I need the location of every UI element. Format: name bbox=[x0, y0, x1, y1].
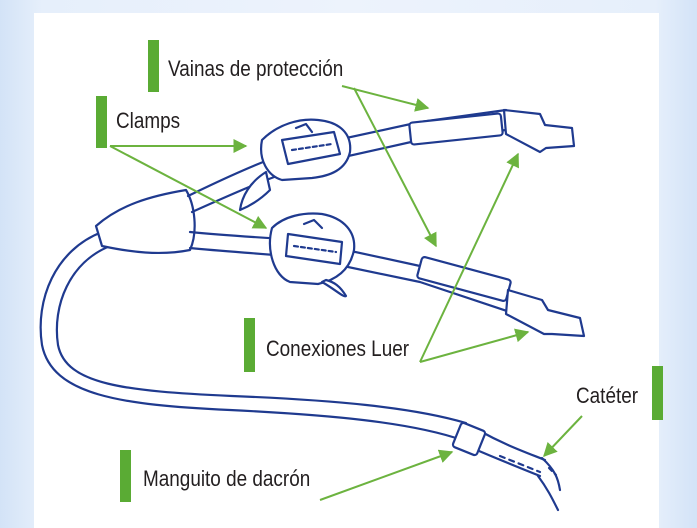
bifurcation-hub bbox=[94, 188, 196, 255]
bar-vainas bbox=[148, 40, 159, 92]
leader-clamps-2 bbox=[109, 145, 268, 229]
leader-luer-2 bbox=[419, 328, 530, 363]
leader-manguito bbox=[319, 449, 454, 501]
upper-clamp bbox=[238, 118, 352, 212]
lower-sheath bbox=[416, 256, 512, 302]
leader-luer-1 bbox=[419, 152, 519, 363]
lower-luer bbox=[504, 288, 586, 338]
bar-cateter bbox=[652, 366, 663, 420]
label-bars bbox=[96, 40, 663, 502]
leader-vainas-2 bbox=[353, 87, 437, 248]
leader-cateter bbox=[543, 415, 583, 458]
label-conexiones: Conexiones Luer bbox=[266, 336, 410, 361]
label-clamps: Clamps bbox=[116, 108, 181, 133]
label-cateter: Catéter bbox=[576, 383, 639, 408]
upper-luer bbox=[502, 108, 576, 154]
bar-clamps bbox=[96, 96, 107, 148]
lower-clamp bbox=[268, 212, 356, 298]
bar-conexiones bbox=[244, 318, 255, 372]
upper-sheath bbox=[408, 112, 504, 146]
bar-manguito bbox=[120, 450, 131, 502]
main-tube bbox=[39, 230, 464, 442]
label-manguito: Manguito de dacrón bbox=[143, 466, 311, 491]
catheter-drawing bbox=[39, 108, 586, 512]
leader-lines bbox=[109, 85, 583, 501]
leader-vainas-1 bbox=[341, 85, 430, 112]
dacron-cuff bbox=[451, 421, 487, 457]
label-vainas: Vainas de protección bbox=[168, 56, 344, 81]
